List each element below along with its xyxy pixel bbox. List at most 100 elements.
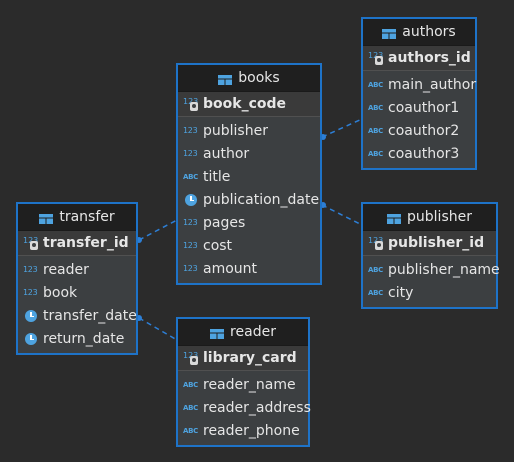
numeric-type-icon: 123	[183, 149, 198, 158]
primary-key-icon: 123	[183, 97, 201, 111]
field-row[interactable]: ABC coauthor1	[363, 96, 475, 119]
clock-icon	[25, 332, 37, 345]
entity-authors[interactable]: authors 123 authors_id ABC main_author AB…	[361, 17, 477, 170]
numeric-type-icon: 123	[183, 218, 198, 227]
entity-header[interactable]: authors	[363, 19, 475, 46]
clock-icon	[185, 193, 197, 206]
field-row[interactable]: ABC publisher_name	[363, 258, 500, 281]
field-name: title	[203, 168, 231, 185]
field-row[interactable]: 123 reader	[18, 258, 136, 281]
text-type-icon: ABC	[368, 126, 383, 135]
text-type-icon: ABC	[368, 103, 383, 112]
field-row[interactable]: publication_date	[178, 188, 320, 211]
field-row[interactable]: ABC coauthor3	[363, 142, 475, 165]
numeric-type-icon: 123	[183, 126, 198, 135]
text-type-icon: ABC	[368, 265, 383, 274]
primary-key-row[interactable]: 123 library_card	[178, 346, 308, 371]
field-name: pages	[203, 214, 246, 231]
field-row[interactable]: ABC reader_name	[178, 373, 308, 396]
primary-key-icon: 123	[368, 236, 386, 250]
primary-key-name: library_card	[203, 350, 297, 366]
primary-key-name: book_code	[203, 96, 287, 112]
table-icon	[218, 73, 233, 85]
numeric-type-icon: 123	[183, 241, 198, 250]
primary-key-row[interactable]: 123 publisher_id	[363, 231, 496, 256]
field-name: return_date	[43, 330, 125, 347]
table-icon	[39, 212, 54, 224]
field-name: author	[203, 145, 250, 162]
field-name: reader_address	[203, 399, 311, 416]
field-name: reader	[43, 261, 89, 278]
entity-publisher[interactable]: publisher 123 publisher_id ABC publisher_…	[361, 202, 500, 309]
numeric-type-icon: 123	[183, 264, 198, 273]
field-name: city	[388, 284, 414, 301]
field-row[interactable]: transfer_date	[18, 304, 137, 327]
table-icon	[210, 327, 225, 339]
field-row[interactable]: 123 pages	[178, 211, 320, 234]
field-name: publisher_name	[388, 261, 500, 278]
primary-key-row[interactable]: 123 authors_id	[363, 46, 475, 71]
entity-header[interactable]: transfer	[18, 204, 136, 231]
field-row[interactable]: ABC coauthor2	[363, 119, 475, 142]
entity-title: publisher	[407, 209, 472, 225]
entity-title: reader	[230, 324, 276, 340]
field-name: main_author	[388, 76, 477, 93]
field-row[interactable]: 123 publisher	[178, 119, 320, 142]
text-type-icon: ABC	[368, 80, 383, 89]
entity-title: books	[238, 70, 280, 86]
field-list: ABC reader_name ABC reader_address ABC read…	[178, 371, 311, 442]
field-name: publisher	[203, 122, 268, 139]
primary-key-icon: 123	[183, 351, 201, 365]
numeric-type-icon: 123	[23, 288, 38, 297]
clock-icon	[25, 309, 37, 322]
field-row[interactable]: ABC city	[363, 281, 496, 304]
field-name: reader_phone	[203, 422, 300, 439]
field-name: book	[43, 284, 78, 301]
field-name: coauthor1	[388, 99, 460, 116]
primary-key-name: transfer_id	[43, 235, 129, 251]
text-type-icon: ABC	[183, 403, 198, 412]
field-name: cost	[203, 237, 233, 254]
field-row[interactable]: 123 book	[18, 281, 136, 304]
field-row[interactable]: return_date	[18, 327, 136, 350]
field-row[interactable]: ABC main_author	[363, 73, 477, 96]
field-name: reader_name	[203, 376, 296, 393]
field-list: ABC main_author ABC coauthor1 ABC coauthor2…	[363, 71, 477, 165]
entity-header[interactable]: books	[178, 65, 320, 92]
field-name: publication_date	[203, 191, 320, 208]
field-name: transfer_date	[43, 307, 137, 324]
primary-key-name: authors_id	[388, 50, 471, 66]
primary-key-icon: 123	[23, 236, 41, 250]
table-icon	[387, 212, 402, 224]
entity-title: authors	[402, 24, 456, 40]
numeric-type-icon: 123	[23, 265, 38, 274]
field-list: ABC publisher_name ABC city	[363, 256, 500, 304]
table-icon	[382, 27, 397, 39]
primary-key-row[interactable]: 123 book_code	[178, 92, 320, 117]
field-name: coauthor2	[388, 122, 460, 139]
field-list: 123 reader 123 book transfer_date return_d…	[18, 256, 137, 350]
field-row[interactable]: 123 cost	[178, 234, 320, 257]
primary-key-row[interactable]: 123 transfer_id	[18, 231, 136, 256]
entity-header[interactable]: reader	[178, 319, 308, 346]
field-row[interactable]: 123 author	[178, 142, 320, 165]
entity-reader[interactable]: reader 123 library_card ABC reader_name A…	[176, 317, 311, 447]
text-type-icon: ABC	[183, 380, 198, 389]
field-name: coauthor3	[388, 145, 460, 162]
entity-title: transfer	[59, 209, 115, 225]
field-row[interactable]: ABC title	[178, 165, 320, 188]
field-row[interactable]: 123 amount	[178, 257, 320, 280]
field-name: amount	[203, 260, 258, 277]
field-row[interactable]: ABC reader_phone	[178, 419, 308, 442]
text-type-icon: ABC	[368, 149, 383, 158]
primary-key-name: publisher_id	[388, 235, 485, 251]
text-type-icon: ABC	[183, 172, 198, 181]
entity-header[interactable]: publisher	[363, 204, 496, 231]
text-type-icon: ABC	[368, 288, 383, 297]
primary-key-icon: 123	[368, 51, 386, 65]
field-list: 123 publisher 123 author ABC title publicat…	[178, 117, 320, 280]
field-row[interactable]: ABC reader_address	[178, 396, 311, 419]
text-type-icon: ABC	[183, 426, 198, 435]
